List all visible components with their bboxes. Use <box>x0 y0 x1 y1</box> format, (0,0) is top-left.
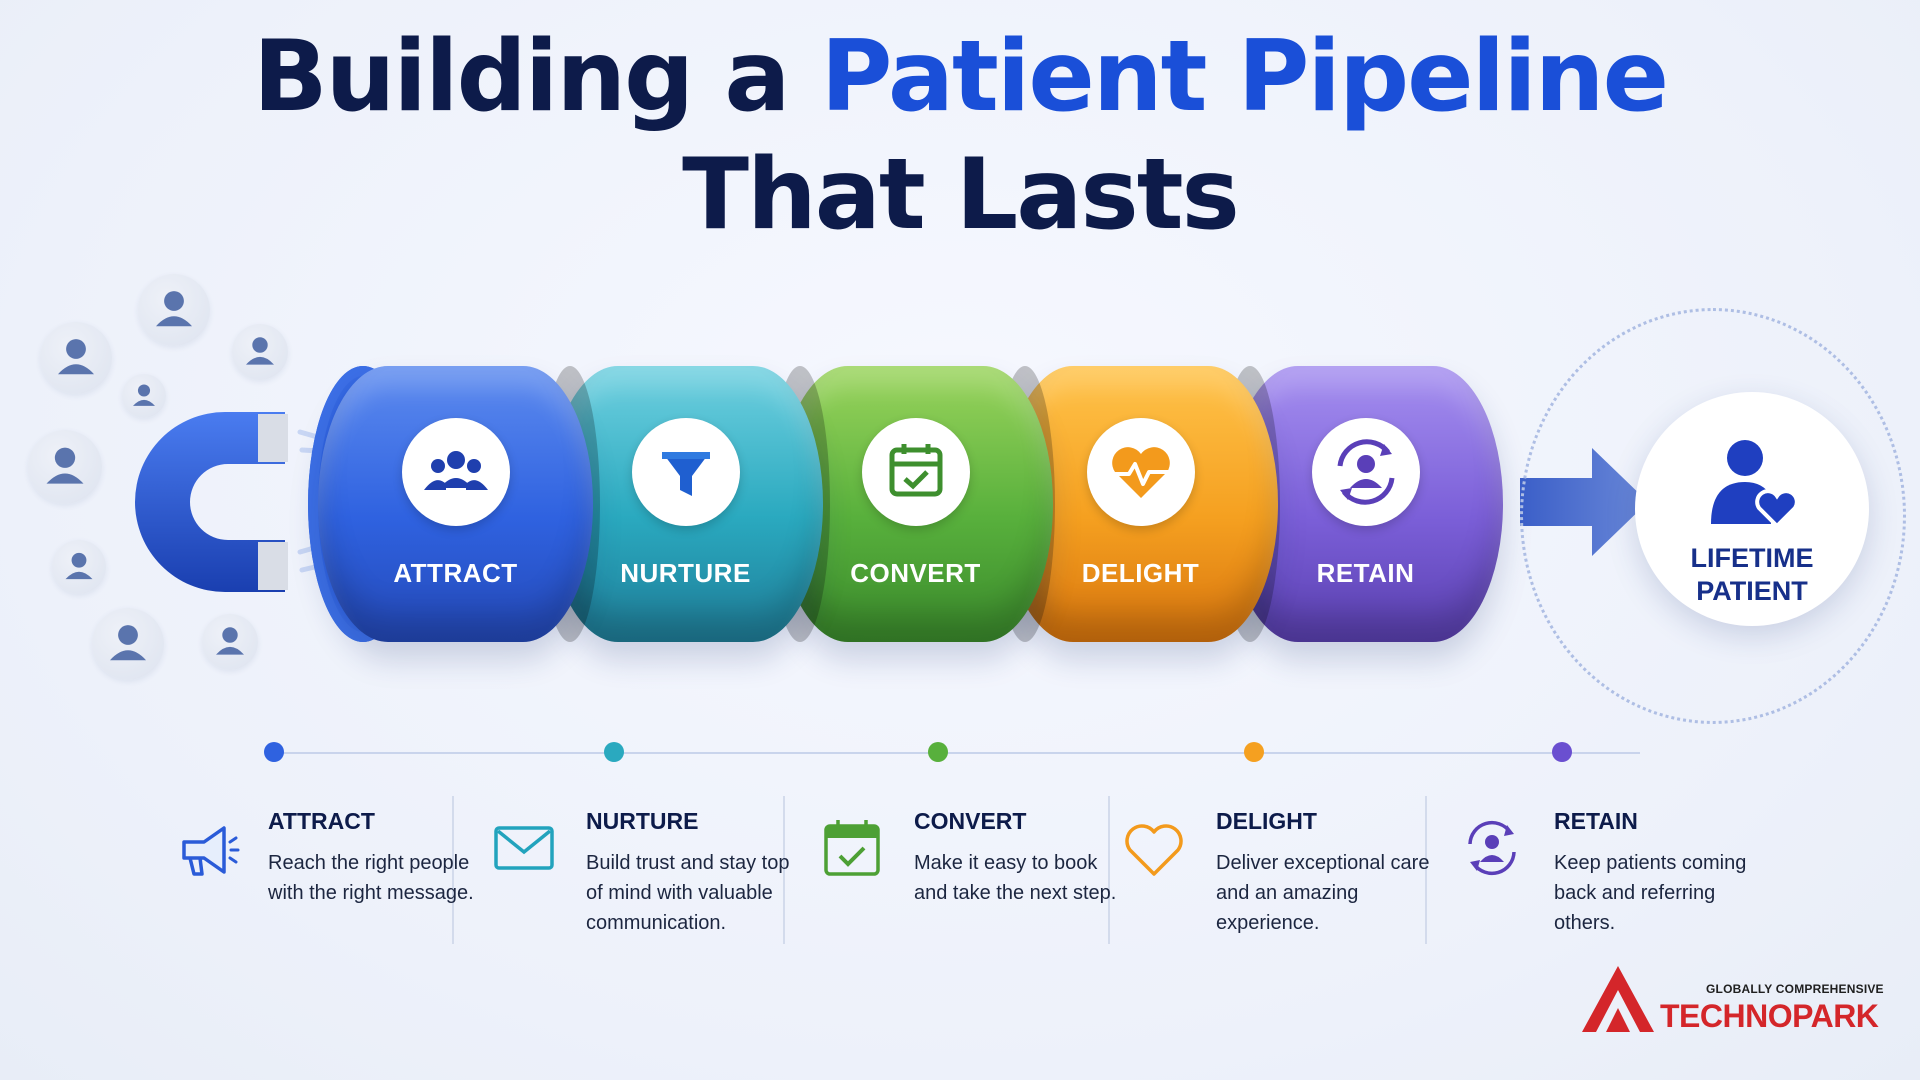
title-line-1: Building a Patient Pipeline <box>0 18 1920 136</box>
person-cycle-icon <box>1311 418 1420 526</box>
segment-label: NURTURE <box>620 558 751 588</box>
group-icon <box>401 418 510 526</box>
person-icon <box>232 324 288 380</box>
step-title: CONVERT <box>914 808 1027 834</box>
person-icon <box>40 322 112 394</box>
title-line-2: That Lasts <box>682 138 1240 252</box>
lifetime-patient-badge: LIFETIME PATIENT <box>1635 392 1869 626</box>
technopark-logo: GLOBALLY COMPREHENSIVE TECHNOPARK <box>1578 960 1900 1038</box>
step-description: Deliver exceptional care and an amazing … <box>1216 852 1430 934</box>
page-title: Building a Patient Pipeline That Lasts <box>0 18 1920 254</box>
envelope-icon <box>490 814 558 882</box>
segment-label: RETAIN <box>1316 558 1415 588</box>
logo-name: TECHNOPARK <box>1660 998 1879 1034</box>
segment-label: DELIGHT <box>1081 558 1200 588</box>
title-accent: Patient Pipeline <box>820 20 1669 134</box>
title-plain: Building a <box>252 20 821 134</box>
timeline-dot-convert <box>928 742 948 762</box>
segment-label: ATTRACT <box>393 558 518 588</box>
step-description: Keep patients coming back and referring … <box>1554 852 1747 934</box>
logo-tagline: GLOBALLY COMPREHENSIVE <box>1706 982 1884 996</box>
timeline-dot-nurture <box>604 742 624 762</box>
pipeline-segment-retain: RETAIN <box>1220 366 1503 642</box>
step-title: NURTURE <box>586 808 699 834</box>
person-icon <box>122 374 166 418</box>
step-title: DELIGHT <box>1216 808 1317 834</box>
person-icon <box>28 430 102 504</box>
lifetime-label-line-1: LIFETIME <box>1690 543 1814 573</box>
timeline-dot-attract <box>264 742 284 762</box>
person-heart-icon <box>1703 432 1803 532</box>
lifetime-label-line-2: PATIENT <box>1696 576 1808 606</box>
step-description: Reach the right people with the right me… <box>268 852 474 904</box>
timeline-dot-delight <box>1244 742 1264 762</box>
step-divider <box>783 796 785 944</box>
timeline-line <box>272 752 1640 754</box>
calendar-check-icon <box>861 418 970 526</box>
step-divider <box>1108 796 1110 944</box>
step-divider <box>452 796 454 944</box>
segment-label: CONVERT <box>850 558 981 588</box>
person-icon <box>202 614 258 670</box>
person-icon <box>138 274 210 346</box>
logo-mark-icon <box>1582 966 1654 1032</box>
person-icon <box>52 540 106 594</box>
orbit-ring <box>1520 308 1906 724</box>
step-title: ATTRACT <box>268 808 375 834</box>
pipeline-segment-attract: ATTRACT <box>318 366 593 642</box>
heart-pulse-icon <box>1086 418 1195 526</box>
step-description: Build trust and stay top of mind with va… <box>586 852 790 934</box>
funnel-icon <box>631 418 740 526</box>
lifetime-patient-label: LIFETIME PATIENT <box>1635 542 1869 608</box>
step-description: Make it easy to book and take the next s… <box>914 852 1117 904</box>
step-divider <box>1425 796 1427 944</box>
step-title: RETAIN <box>1554 808 1638 834</box>
timeline-dot-retain <box>1552 742 1572 762</box>
person-icon <box>92 608 164 680</box>
calendar-check-icon <box>818 814 886 882</box>
heart-icon <box>1120 814 1188 882</box>
megaphone-icon <box>172 814 240 882</box>
person-cycle-icon <box>1458 814 1526 882</box>
